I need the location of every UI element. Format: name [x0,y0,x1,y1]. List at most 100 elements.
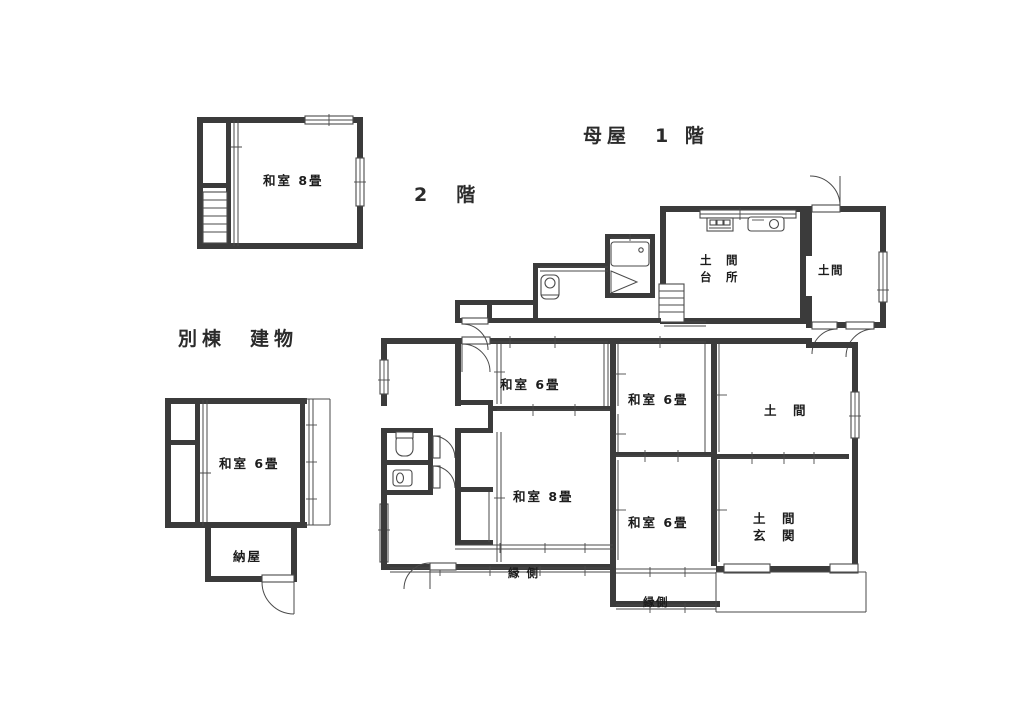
room-label-washitsu-6jo-center: 和室 6畳 [628,392,689,407]
staircase-2f [202,191,228,244]
wall-2f-bottom [197,243,363,249]
bath-door-icon [610,270,639,294]
wall-upperleft-left [455,300,460,323]
room-label-engawa-west: 縁 側 [508,566,540,580]
room-label-washitsu-6jo-south: 和室 6畳 [628,515,689,530]
wall-2f-left [197,117,203,249]
wall-closet-a-bottom [455,428,493,433]
door-corridor-upper [461,317,489,351]
second-floor-plan [197,114,366,249]
annex-veranda [305,398,331,526]
wall-naya-top [205,522,297,528]
room-label-doma-genkan: 土 間 玄 関 [753,510,797,544]
window-main-left-upper [378,359,390,395]
room-label-washitsu-6jo-north: 和室 6畳 [500,377,561,392]
title-second-floor: 2 階 [414,184,481,206]
naya-entry-door [261,574,295,615]
wall-bath-right [650,234,655,298]
wall-doma-top-top [806,206,886,212]
wall-engawa-a-bottom [387,564,613,570]
room-label-doma-top: 土間 [818,263,844,277]
wall-annex-top [165,398,307,404]
wall-doma-left-upper [711,338,717,458]
wall-doma-top-left-upper [806,206,812,256]
annex-building-plan [165,398,331,615]
wall-closet-b-top [455,487,493,492]
genkan-entrance-opening [723,563,859,574]
wall-genkan-bottom [716,566,858,572]
wall-toilet-mid [381,460,433,465]
wall-kitchen-top [660,206,806,212]
wall-doma-top-left-lower [806,296,812,324]
wall-naya-bottom [205,576,297,582]
room-label-annex-washitsu-6jo: 和室 6畳 [219,456,280,471]
room-label-doma-middle: 土 間 [764,403,808,418]
window-2f-top [304,114,354,126]
wall-main-top-right [717,338,812,344]
wall-main-right [852,348,858,566]
gas-stove-icon [706,217,734,232]
wall-kitchen-right [800,206,806,324]
toilet-icon [395,431,414,457]
wall-center-left-lower [610,410,616,565]
staircase-main [658,283,685,323]
wall-corridor-right-mid [455,428,461,490]
door-doma-top-southwest [811,321,838,355]
wall-toilet-right [428,428,433,495]
wall-2f-top [197,117,363,123]
wall-kitchen-left [660,206,666,324]
wall-upperleft-top [455,300,535,305]
wall-main-top-left [381,338,471,344]
room-label-washitsu-8jo: 和室 8畳 [513,489,574,504]
title-main-house-first-floor: 母屋 1 階 [583,125,709,147]
room-label-doma-genkan-line1: 土 間 [753,511,797,526]
wall-main-left-lower [381,494,387,570]
wall-between-6b-6c [613,452,713,457]
porch-step [715,571,867,613]
wall-washroom-top [533,263,608,268]
window-doma-top-right [877,251,889,303]
room-label-2f-washitsu-8jo: 和室 8畳 [263,173,324,188]
door-toilet [432,435,456,459]
wall-upperleft-bottom [455,318,535,323]
wall-naya-left [205,522,211,582]
wall-closet-a-right [488,400,493,433]
wall-closet-b-bottom [455,540,493,545]
wall-engawa-b-left [610,565,616,607]
wall-corridor-right-upper [455,338,461,406]
wall-annex-closet-div [168,440,198,445]
small-sink-icon [392,469,413,487]
main-house-first-floor-plan [378,175,889,613]
wall-main-topright-step [806,342,858,348]
room-label-doma-kitchen: 土 間 台 所 [700,252,739,286]
door-doma-top-south [845,321,875,358]
title-annex-building: 別棟 建物 [178,328,299,350]
room-label-doma-kitchen-line2: 台 所 [700,270,739,284]
wall-annex-left [165,398,171,528]
wall-center-left-upper [610,338,616,410]
washbasin-icon [540,274,560,300]
wall-main-top-center [461,338,711,344]
kitchen-sink-icon [747,216,785,232]
wall-between-6a-8 [493,406,613,411]
wall-kitchen-bottom [660,318,806,324]
wall-washroom-bottom [533,318,661,323]
room-label-annex-naya: 納屋 [233,549,263,564]
wall-2f-closet-divider [203,183,231,188]
wall-annex-right-inner [300,398,305,528]
wall-doma-left-lower [711,456,717,566]
wall-annex-partition [195,398,200,528]
wall-washroom-left [533,263,538,323]
window-2f-right [354,157,366,207]
wall-doma-divider [717,454,849,459]
window-main-right [849,391,861,439]
wall-upperleft-partition [487,300,492,323]
door-engawa-west [403,562,457,590]
wall-toilet-bottom [381,490,433,495]
room-label-doma-kitchen-line1: 土 間 [700,253,739,267]
door-doma-top-entry [809,175,841,213]
door-washroom-small [432,465,456,489]
door-washitsu6a [461,336,491,373]
wall-engawa-b-bottom [610,601,720,607]
